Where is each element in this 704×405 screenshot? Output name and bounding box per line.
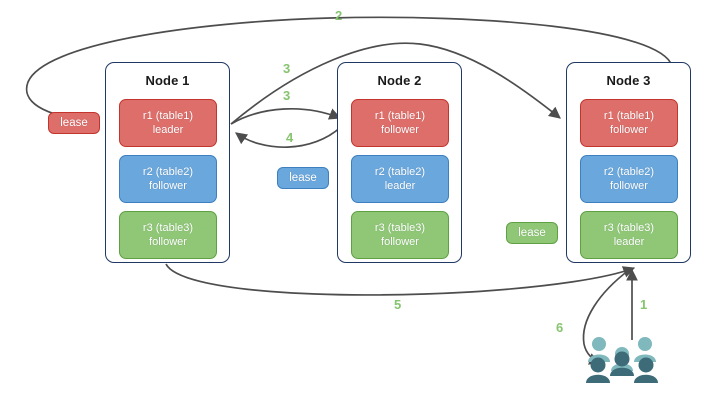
replica-role: follower — [149, 180, 187, 192]
node-1-replica-r3[interactable]: r3 (table3) follower — [119, 211, 217, 259]
node-title: Node 1 — [145, 73, 190, 88]
node-3-replica-r1[interactable]: r1 (table1) follower — [580, 99, 678, 147]
step-label-2: 2 — [335, 8, 343, 23]
replica-role: follower — [149, 236, 187, 248]
replica-role: leader — [152, 124, 184, 136]
replica-name: r2 (table2) — [142, 166, 194, 178]
node-1-replica-r1[interactable]: r1 (table1) leader — [119, 99, 217, 147]
step-label-4: 4 — [286, 130, 294, 145]
replica-name: r1 (table1) — [142, 110, 194, 122]
lease-table3[interactable]: lease — [506, 222, 558, 244]
replica-name: r1 (table1) — [603, 110, 655, 122]
node-2-replica-r3[interactable]: r3 (table3) follower — [351, 211, 449, 259]
lease-label: lease — [518, 227, 546, 239]
replica-role: leader — [613, 236, 645, 248]
lease-label: lease — [60, 117, 88, 129]
client-users-icon — [586, 337, 658, 383]
replica-role: leader — [384, 180, 416, 192]
replica-name: r1 (table1) — [374, 110, 426, 122]
replica-name: r3 (table3) — [603, 222, 655, 234]
node-3-replica-r2[interactable]: r2 (table2) follower — [580, 155, 678, 203]
replica-role: follower — [381, 124, 419, 136]
node-2[interactable]: Node 2 r1 (table1) follower r2 (table2) … — [337, 62, 462, 263]
lease-table2[interactable]: lease — [277, 167, 329, 189]
lease-label: lease — [289, 172, 317, 184]
replica-role: follower — [610, 180, 648, 192]
replica-name: r2 (table2) — [374, 166, 426, 178]
node-title: Node 3 — [606, 73, 651, 88]
replica-role: follower — [381, 236, 419, 248]
node-2-replica-r1[interactable]: r1 (table1) follower — [351, 99, 449, 147]
arrow-step-5 — [165, 263, 636, 296]
step-label-3a: 3 — [283, 61, 291, 76]
step-label-3b: 3 — [283, 88, 291, 103]
arrow-step-2 — [25, 16, 673, 127]
node-1-replica-r2[interactable]: r2 (table2) follower — [119, 155, 217, 203]
replica-role: follower — [610, 124, 648, 136]
lease-table1[interactable]: lease — [48, 112, 100, 134]
arrow-step-3-to-node3 — [230, 42, 561, 125]
arrow-step-4 — [235, 125, 343, 148]
arrow-step-3-to-node2 — [230, 107, 342, 125]
step-label-6: 6 — [556, 320, 564, 335]
replica-name: r3 (table3) — [142, 222, 194, 234]
replica-name: r3 (table3) — [374, 222, 426, 234]
step-label-5: 5 — [394, 297, 402, 312]
step-label-1: 1 — [640, 297, 648, 312]
node-2-replica-r2[interactable]: r2 (table2) leader — [351, 155, 449, 203]
node-title: Node 2 — [377, 73, 422, 88]
replica-name: r2 (table2) — [603, 166, 655, 178]
node-3-replica-r3[interactable]: r3 (table3) leader — [580, 211, 678, 259]
node-1[interactable]: Node 1 r1 (table1) leader r2 (table2) fo… — [105, 62, 230, 263]
node-3[interactable]: Node 3 r1 (table1) follower r2 (table2) … — [566, 62, 691, 263]
